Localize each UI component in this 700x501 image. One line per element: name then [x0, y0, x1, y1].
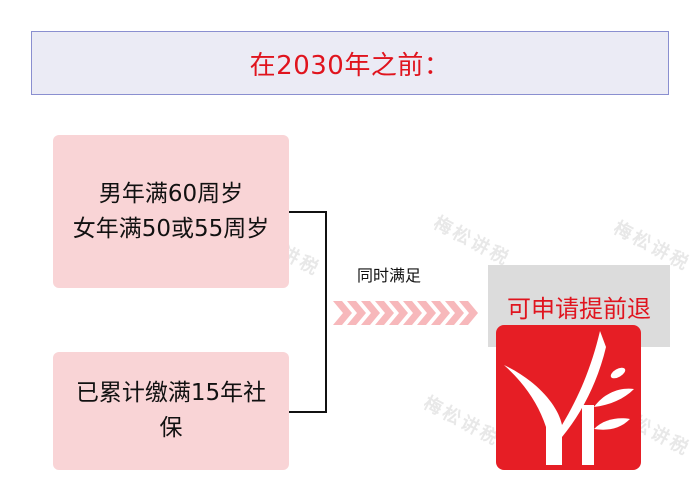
ye-logo-icon: [496, 325, 641, 470]
condition-age-line-2: 女年满50或55周岁: [72, 215, 270, 242]
condition-social-security-line-2: 保: [159, 415, 183, 441]
chevron-arrows-icon: [333, 301, 478, 325]
connector-label: 同时满足: [357, 266, 422, 285]
condition-social-security-line-1: 已累计缴满15年社: [75, 380, 267, 406]
condition-social-security-box: 已累计缴满15年社 保: [53, 352, 289, 470]
bracket-connector: [289, 211, 327, 413]
condition-age-box: 男年满60周岁 女年满50或55周岁: [53, 135, 289, 288]
title-banner: 在2030年之前：: [31, 31, 669, 95]
result-label: 可申请提前退: [507, 295, 651, 323]
condition-age-line-1: 男年满60周岁: [98, 180, 244, 207]
diagram-title: 在2030年之前：: [249, 50, 451, 81]
